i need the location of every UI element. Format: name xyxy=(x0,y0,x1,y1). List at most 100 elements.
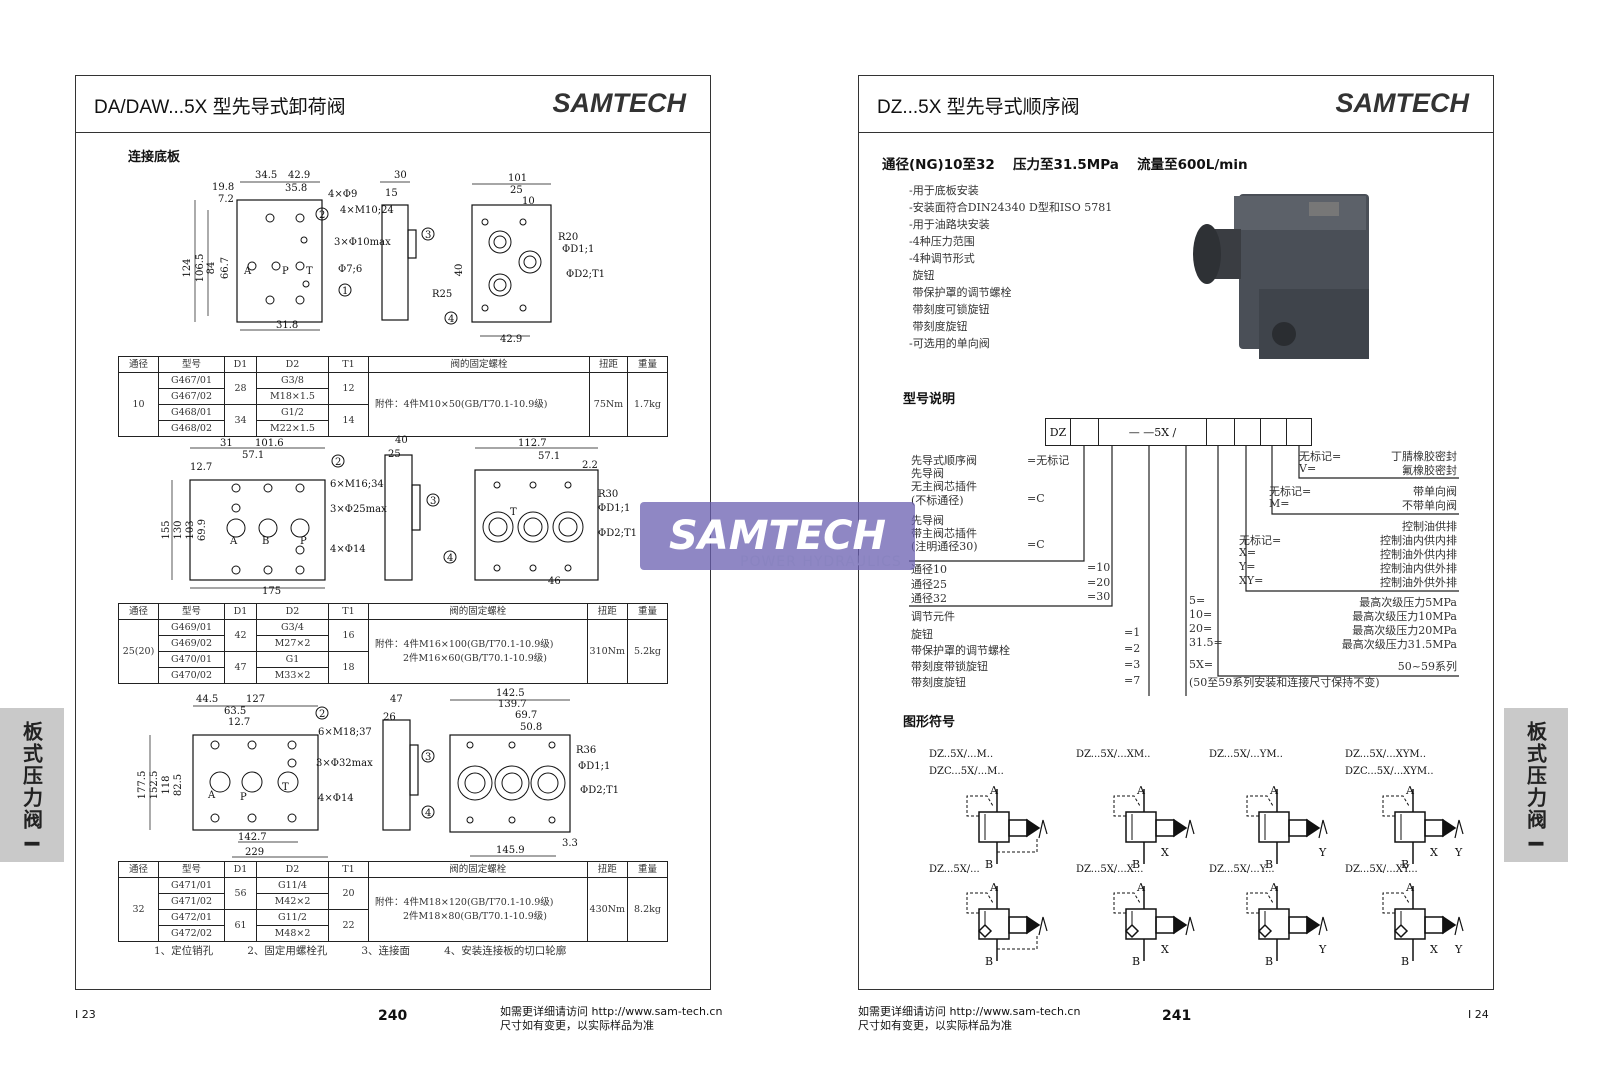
hydraulic-symbol: A B X xyxy=(1113,881,1195,966)
code-cell-dz: DZ xyxy=(1046,419,1071,445)
port-a-label: A xyxy=(1405,784,1415,797)
feature-list: -用于底板安装 -安装面符合DIN24340 D型和ISO 5781 -用于油路块安… xyxy=(909,182,1112,352)
dimension-label: 26 xyxy=(383,712,396,723)
code-option-key: 无标记= xyxy=(1299,450,1342,463)
dimension-label: 50.8 xyxy=(520,722,542,733)
dimension-label: T xyxy=(510,507,517,518)
dimension-label: 69.9 xyxy=(197,519,208,541)
model-code-box: DZ — —5X / xyxy=(1045,418,1312,446)
dimension-label: 6×M16;34 xyxy=(330,479,384,490)
drawing-plate-ng25 xyxy=(171,447,599,589)
dimension-label: 25 xyxy=(388,449,401,460)
hydraulic-symbol: A B X Y xyxy=(1382,881,1464,966)
feature-item: -用于底板安装 xyxy=(909,184,979,197)
d2-cell: M22×1.5 xyxy=(256,420,329,437)
feature-item: -安装面符合DIN24340 D型和ISO 5781 xyxy=(909,201,1113,214)
port-y-label: Y xyxy=(1454,943,1463,956)
symbol-label: DZ...5X/...Y... xyxy=(1209,864,1275,875)
symbol-label: DZ...5X/...XY... xyxy=(1345,864,1418,875)
dimension-label: ΦD2;T1 xyxy=(566,269,605,280)
callout-number: 4 xyxy=(425,808,431,819)
dimension-label: 44.5 xyxy=(196,694,218,705)
callout-number: 2 xyxy=(319,210,325,221)
code-option-label: (注明通径30) xyxy=(911,540,978,553)
port-b-label: B xyxy=(1132,955,1140,966)
code-cell xyxy=(1287,419,1311,445)
dimension-label: A xyxy=(229,536,238,547)
t1-cell: 16 xyxy=(328,619,369,652)
code-option-key: X= xyxy=(1239,546,1257,559)
legend-item: 3、连接面 xyxy=(361,945,411,957)
code-option-key: 5X= xyxy=(1189,658,1214,671)
callout-number: 4 xyxy=(447,553,453,564)
feature-item: 旋钮 xyxy=(909,269,935,282)
code-option-desc: 控制油外供外排 xyxy=(1380,576,1457,589)
website-note: 如需更详细请访问 http://www.sam-tech.cn xyxy=(858,1005,1081,1018)
bolt-line: 2件M16×60(GB/T70.1-10.9级) xyxy=(403,652,547,664)
dimension-label: 103 xyxy=(185,520,196,539)
dimension-label: 57.1 xyxy=(242,450,264,461)
dimension-label: 66.7 xyxy=(220,257,231,279)
header-divider xyxy=(859,132,1493,133)
dimension-label: T xyxy=(282,782,289,793)
dimension-label: P xyxy=(282,266,289,277)
side-tab-right: 板式压力阀 I xyxy=(1504,708,1568,862)
drawing-plate-ng32 xyxy=(149,699,571,858)
code-option-label: 通径10 xyxy=(911,563,947,576)
dimension-label: 40 xyxy=(454,264,465,277)
code-option-label: 带刻度旋钮 xyxy=(911,676,966,689)
t1-cell: 14 xyxy=(328,404,369,437)
side-tab-label: 板式压力阀 I xyxy=(19,720,44,850)
dimension-label: 142.7 xyxy=(238,832,267,843)
symbol-label: DZC...5X/...XYM.. xyxy=(1345,766,1434,777)
dimension-label: R25 xyxy=(432,289,452,300)
feature-item: -4种压力范围 xyxy=(909,235,975,248)
port-b-label: B xyxy=(1401,955,1409,966)
dimension-label: B xyxy=(262,536,269,547)
dimension-label: 3.3 xyxy=(562,838,578,849)
symbol-label: DZ...5X/...YM.. xyxy=(1209,749,1283,760)
dimension-label: 142.5 xyxy=(496,688,525,699)
legend: 1、定位销孔 2、固定用螺栓孔 3、连接面 4、安装连接板的切口轮廓 xyxy=(154,943,566,958)
dimension-label: 4×Φ14 xyxy=(318,793,354,804)
feature-item: 带刻度旋钮 xyxy=(909,320,968,333)
code-option-key: 20= xyxy=(1189,622,1213,635)
dimension-label: 47 xyxy=(390,694,403,705)
dimension-label: ΦD2;T1 xyxy=(598,528,637,539)
dimension-label: 4×Φ9 xyxy=(328,189,357,200)
dimension-label: 42.9 xyxy=(288,170,310,181)
hydraulic-symbol: A B X xyxy=(1113,784,1195,869)
port-a-label: A xyxy=(1269,784,1279,797)
port-a-label: A xyxy=(1136,881,1146,894)
t1-cell: 22 xyxy=(328,909,369,942)
code-option-value: =30 xyxy=(1087,590,1111,603)
dimension-label: 112.7 xyxy=(518,438,547,449)
dimension-label: 229 xyxy=(245,847,264,858)
code-option-desc: 最高次级压力20MPa xyxy=(1352,624,1457,637)
dimension-label: 31 xyxy=(220,438,233,449)
dimension-label: 124 xyxy=(182,258,193,277)
side-tab-label: 板式压力阀 I xyxy=(1523,720,1548,850)
dimension-label: T xyxy=(306,266,313,277)
dimension-label: 12.7 xyxy=(228,717,250,728)
callout-number: 2 xyxy=(335,457,341,468)
feature-item: -用于油路块安装 xyxy=(909,218,990,231)
hydraulic-symbol: A B xyxy=(966,784,1048,869)
model-cell: G470/02 xyxy=(158,667,225,684)
dimension-label: 177.5 xyxy=(137,771,148,800)
dimension-label: ΦD1;1 xyxy=(562,244,594,255)
symbol-label: DZ...5X/...X... xyxy=(1076,864,1144,875)
legend-item: 2、固定用螺栓孔 xyxy=(247,945,328,957)
dimension-label: R30 xyxy=(598,489,618,500)
dimension-label: 12.7 xyxy=(190,462,212,473)
callout-number: 3 xyxy=(425,230,431,241)
dimension-label: 3×Φ32max xyxy=(316,758,373,769)
port-x-label: X xyxy=(1430,943,1438,956)
